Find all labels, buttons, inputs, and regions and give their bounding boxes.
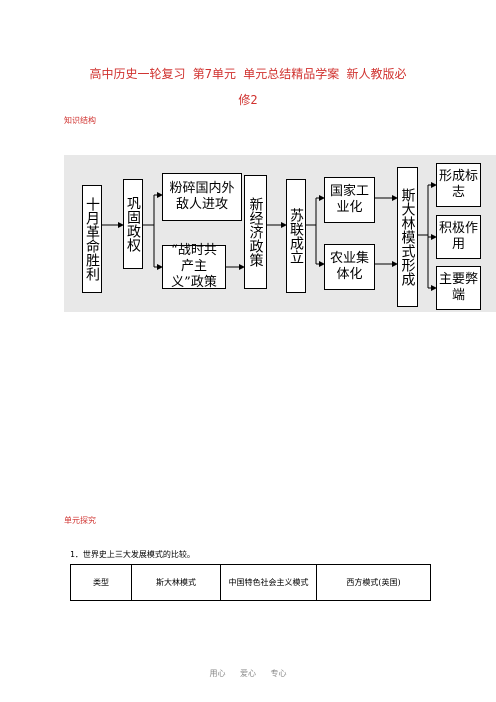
footer-word: 专心	[270, 669, 287, 678]
section-knowledge-structure: 知识结构	[64, 116, 96, 125]
node-ussr-founded: 苏联成立	[286, 179, 306, 293]
footer-word: 爱心	[240, 669, 256, 678]
section-unit-inquiry: 单元探究	[64, 516, 96, 525]
table-header-cell: 斯大林模式	[131, 564, 221, 601]
knowledge-structure-diagram: 十月革命胜利 巩固政权 粉碎国内外敌人进攻 “战时共产主义”政策 新经济政策 苏…	[64, 155, 496, 312]
comparison-table: 类型 斯大林模式 中国特色社会主义模式 西方模式(英国)	[70, 564, 431, 601]
table-header-cell: 西方模式(英国)	[316, 564, 431, 601]
document-title-line1: 高中历史一轮复习 第7单元 单元总结精品学案 新人教版必	[89, 67, 407, 81]
question-1: 1．世界史上三大发展模式的比较。	[70, 550, 195, 559]
table-header-cell: 中国特色社会主义模式	[220, 564, 317, 601]
node-main-drawbacks: 主要弊端	[436, 266, 481, 310]
node-new-economic-policy: 新经济政策	[244, 175, 267, 289]
footer-word: 用心	[209, 669, 226, 678]
node-war-communism: “战时共产主义”政策	[162, 243, 226, 290]
node-crush-enemies: 粉碎国内外敌人进攻	[162, 173, 242, 221]
table-header-row: 类型 斯大林模式 中国特色社会主义模式 西方模式(英国)	[70, 564, 431, 601]
node-formation-signs: 形成标志	[436, 163, 481, 207]
document-title-line2: 修2	[238, 93, 258, 107]
node-october-revolution: 十月革命胜利	[82, 185, 102, 293]
node-stalin-model-formed: 斯大林模式形成	[397, 167, 418, 307]
node-positive-role: 积极作用	[436, 215, 481, 259]
diagram-arrows	[102, 182, 437, 291]
node-consolidate-power: 巩固政权	[123, 179, 143, 269]
node-agricultural-collectivization: 农业集体化	[324, 244, 375, 290]
table-header-cell: 类型	[70, 564, 132, 601]
page-footer: 用心 爱心 专心	[0, 668, 496, 679]
node-state-industrialization: 国家工业化	[324, 177, 375, 223]
